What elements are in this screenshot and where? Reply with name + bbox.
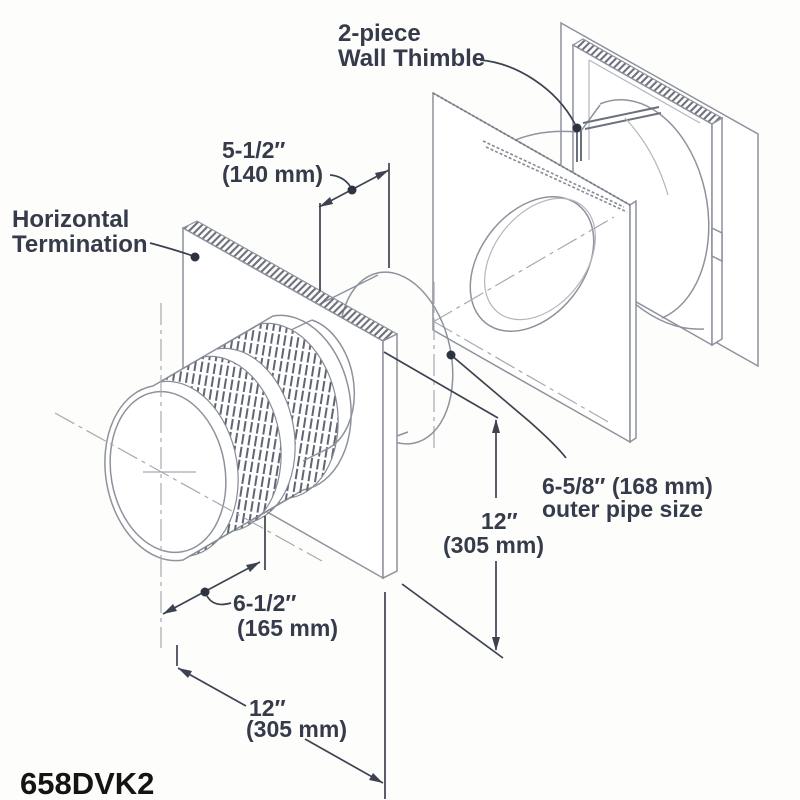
- plate-height-mm: (305 mm): [443, 532, 544, 558]
- thimble-depth-inches: 5-1/2″: [222, 137, 285, 163]
- arrowhead: [319, 197, 333, 207]
- thimble-hole-bore: [484, 197, 596, 321]
- leader-line: [329, 174, 351, 187]
- extension-line: [383, 351, 499, 419]
- leader-outer-pipe: [446, 350, 567, 459]
- arrowhead: [246, 562, 260, 572]
- termination-projection-mm: (165 mm): [237, 615, 338, 641]
- thimble-frame-inner-edge: [588, 59, 701, 160]
- plate-width-inches: 12″: [249, 695, 286, 721]
- arrowhead: [492, 637, 500, 651]
- termination-centerline-diagonal: [54, 412, 323, 562]
- dimension-thimble-depth: [318, 163, 390, 291]
- wall-thimble-assembly: [432, 21, 759, 452]
- horizontal-termination-label-line1: Horizontal: [12, 206, 129, 233]
- dimension-plate-height: [383, 351, 504, 659]
- thimble-centerline-diagonal: [432, 320, 611, 424]
- leader-line: [206, 595, 232, 606]
- outer-pipe-size-line2: outer pipe size: [542, 496, 703, 522]
- termination-plate-right-band: [382, 332, 398, 580]
- arrowhead: [369, 773, 383, 783]
- leader-line: [450, 354, 567, 459]
- thimble-cylinder-seam: [576, 131, 582, 162]
- horizontal-termination-label-line2: Termination: [12, 231, 148, 258]
- dimension-plate-width: [176, 592, 386, 799]
- thimble-cylinder-bar: [582, 106, 662, 130]
- leader-dot: [347, 185, 357, 195]
- arrowhead: [178, 668, 192, 678]
- leader-wall-thimble: [479, 59, 582, 133]
- leader-dot: [572, 123, 582, 133]
- leader-horizontal-termination: [149, 242, 200, 262]
- dimension-annotations: [149, 59, 582, 799]
- dimension-termination-projection: [162, 516, 266, 615]
- wall-thimble-label-line1: 2-piece: [338, 20, 421, 47]
- diagram-labels: 2-piece Wall Thimble Horizontal Terminat…: [12, 20, 713, 800]
- dimension-line: [162, 561, 261, 615]
- termination-projection-inches: 6-1/2″: [233, 590, 296, 616]
- plate-height-inches: 12″: [481, 508, 518, 534]
- leader-dot: [446, 350, 456, 360]
- extension-line: [401, 583, 504, 659]
- thimble-depth-mm: (140 mm): [222, 161, 323, 187]
- leader-dot: [190, 252, 200, 262]
- plate-width-mm: (305 mm): [246, 716, 347, 742]
- thimble-cylinder-inner-arc: [624, 117, 669, 196]
- thimble-centerline-axis: [432, 216, 615, 323]
- thimble-front-plate-top-edge: [432, 92, 631, 206]
- termination-louver-band-front: [159, 355, 282, 557]
- thimble-cylinder-bottom-edge: [633, 302, 705, 330]
- model-number: 658DVK2: [20, 766, 154, 800]
- termination-neck: [290, 319, 355, 462]
- arrowhead: [375, 170, 389, 180]
- thimble-hole: [469, 196, 595, 332]
- thimble-frame-tab: [711, 226, 723, 263]
- outer-pipe-size-line1: 6-5/8″ (168 mm): [542, 473, 713, 499]
- termination-louver-band-rear: [216, 322, 339, 524]
- wall-thimble-label-line2: Wall Thimble: [338, 45, 485, 72]
- thimble-overlap-edge: [482, 140, 628, 213]
- leader-line: [479, 59, 576, 125]
- horizontal-termination-assembly: [54, 220, 454, 648]
- leader-line: [149, 242, 194, 257]
- arrowhead: [492, 419, 500, 433]
- arrowhead: [163, 604, 177, 614]
- leader-dot: [200, 587, 210, 597]
- thimble-front-plate-thickness: [629, 199, 637, 444]
- thimble-cylinder-back-edge: [599, 99, 710, 319]
